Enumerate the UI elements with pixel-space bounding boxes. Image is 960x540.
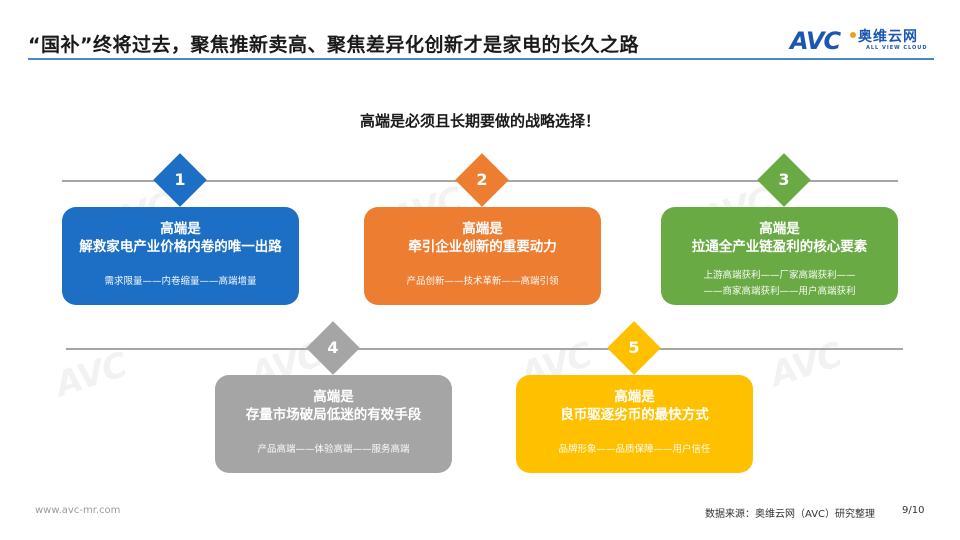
card-1: 高端是 解救家电产业价格内卷的唯一出路 需求限量——内卷缩量——高端增量: [62, 207, 299, 305]
watermark-logo: AVC: [50, 344, 132, 406]
avc-logo: AVC 奥维云网 ALL VIEW CLOUD: [790, 28, 940, 54]
card-heading: 高端是: [160, 221, 201, 237]
card-statement: 解救家电产业价格内卷的唯一出路: [79, 239, 282, 255]
card-chain: 需求限量——内卷缩量——高端增量: [104, 276, 257, 287]
card-heading: 高端是: [759, 221, 800, 237]
number-label-4: 4: [327, 338, 339, 357]
card-chain: 上游高端获利——厂家高端获利——: [703, 270, 856, 281]
number-label-3: 3: [778, 170, 790, 189]
card-chain-line-2: ——商家高端获利——用户高端获利: [703, 286, 856, 297]
card-chain: 品牌形象——品质保障——用户信任: [558, 444, 711, 455]
watermark-logo: AVC: [765, 334, 847, 396]
card-2: 高端是 牵引企业创新的重要动力 产品创新——技术革新——高端引领: [364, 207, 601, 305]
footer-website: www.avc-mr.com: [35, 505, 121, 516]
number-label-2: 2: [476, 170, 488, 189]
number-label-5: 5: [628, 338, 640, 357]
card-heading: 高端是: [462, 221, 503, 237]
page-number: 9/10: [902, 505, 925, 516]
footer-source: 数据来源：奥维云网（AVC）研究整理: [705, 509, 876, 520]
card-5: 高端是 良币驱逐劣币的最快方式 品牌形象——品质保障——用户信任: [516, 375, 753, 473]
card-statement: 牵引企业创新的重要动力: [408, 239, 557, 255]
card-chain: 产品高端——体验高端——服务高端: [257, 444, 410, 455]
logo-mark: AVC: [790, 27, 841, 55]
card-heading: 高端是: [313, 389, 354, 405]
card-heading: 高端是: [614, 389, 655, 405]
logo-name-cn: 奥维云网: [858, 29, 918, 45]
section-subtitle: 高端是必须且长期要做的战略选择！: [359, 112, 600, 130]
title-divider: [28, 58, 934, 60]
number-label-1: 1: [174, 170, 186, 189]
logo-dot-icon: [850, 32, 856, 38]
row-2-connector-line: [66, 348, 903, 350]
card-4: 高端是 存量市场破局低迷的有效手段 产品高端——体验高端——服务高端: [215, 375, 452, 473]
card-3: 高端是 拉通全产业链盈利的核心要素 上游高端获利——厂家高端获利—— ——商家高…: [661, 207, 898, 305]
slide-title: “国补”终将过去，聚焦推新卖高、聚焦差异化创新才是家电的长久之路: [28, 34, 639, 56]
card-statement: 拉通全产业链盈利的核心要素: [691, 239, 868, 255]
card-chain: 产品创新——技术革新——高端引领: [406, 276, 559, 287]
logo-name-en: ALL VIEW CLOUD: [866, 45, 928, 51]
card-statement: 存量市场破局低迷的有效手段: [245, 407, 422, 423]
card-statement: 良币驱逐劣币的最快方式: [560, 407, 709, 423]
